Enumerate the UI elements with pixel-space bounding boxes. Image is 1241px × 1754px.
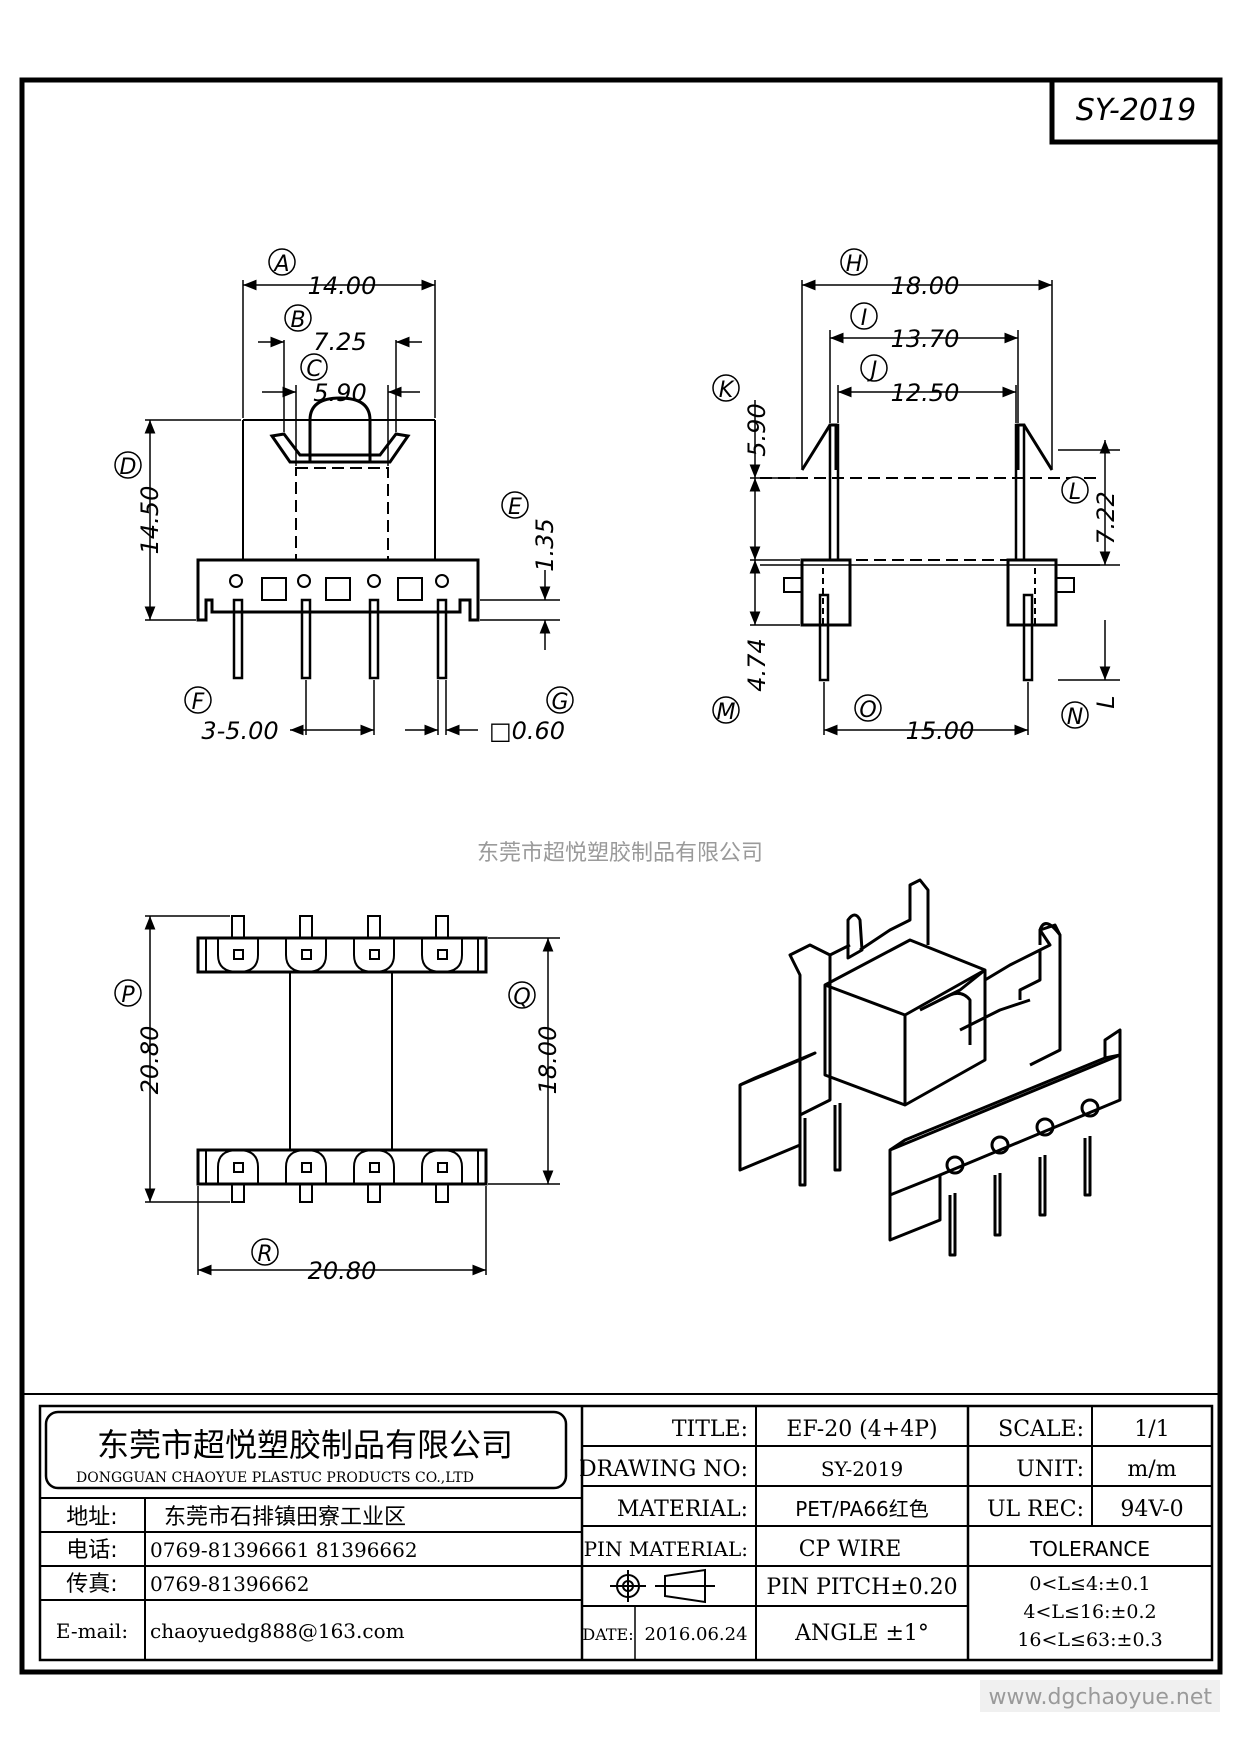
dim-side-top-height: 5.90 [743,403,771,456]
dim-bottom-height-outer: 20.80 [136,1026,164,1095]
ul-value: 94V-0 [1120,1497,1183,1522]
address-label: 地址: [66,1505,117,1530]
email-value: chaoyuedg888@163.com [150,1619,405,1643]
dim-side-mid-height: 7.22 [1092,491,1120,544]
callout-e: E [508,495,522,520]
callout-p: P [121,983,135,1008]
callout-n: N [1067,705,1083,730]
unit-value: m/m [1127,1457,1176,1482]
bottom-dimensions [144,915,560,1276]
phone-label: 电话: [66,1538,117,1563]
side-dimension-labels: H 18.00 I 13.70 J 12.50 K 5.90 L 7.22 M … [712,248,1120,745]
material-label: MATERIAL: [617,1497,748,1522]
bottom-pins-bottom [217,1148,463,1203]
tolerance-row-3: 16<L≤63:±0.3 [1017,1629,1162,1651]
callout-l: L [1069,480,1081,505]
front-dimensions [144,279,560,736]
pin-material-value: CP WIRE [799,1537,902,1562]
bottom-dimension-labels: P 20.80 Q 18.00 R 20.80 [114,979,562,1285]
company-name-en: DONGGUAN CHAOYUE PLASTUC PRODUCTS CO.,LT… [76,1470,474,1486]
dim-side-pin-height: 4.74 [743,638,771,691]
dim-bottom-width: 20.80 [308,1257,377,1285]
callout-g: G [551,690,568,715]
callout-q: Q [513,985,530,1010]
dim-side-width: 18.00 [891,272,960,300]
dim-front-height: 14.50 [136,486,164,555]
watermark-company: 东莞市超悦塑胶制品有限公司 [477,841,763,866]
bottom-pins-top [217,915,463,974]
unit-label: UNIT: [1016,1457,1084,1482]
dim-pin-size: □0.60 [489,717,565,745]
dim-side-slot-width: 12.50 [891,379,960,407]
callout-d: D [120,455,137,480]
dim-bottom-height-inner: 18.00 [534,1026,562,1095]
date-value: 2016.06.24 [644,1624,747,1645]
callout-r: R [257,1242,272,1267]
dim-pin-pitch: 3-5.00 [201,717,278,745]
title-label: TITLE: [672,1417,748,1442]
callout-i: I [861,306,868,331]
bottom-view [196,915,488,1203]
fax-label: 传真: [66,1572,117,1597]
callout-j: J [867,358,878,383]
footer-url: www.dgchaoyue.net [989,1685,1213,1710]
side-view [760,423,1100,682]
dim-front-base-height: 1.35 [531,518,559,571]
title-block: 东莞市超悦塑胶制品有限公司 DONGGUAN CHAOYUE PLASTUC P… [22,1393,1220,1662]
scale-label: SCALE: [998,1417,1084,1442]
isometric-view [738,878,1122,1257]
front-dimension-labels: A 14.00 B 7.25 C 5.90 D 14.50 E 1.35 F 3… [114,248,574,745]
tolerance-row-1: 0<L≤4:±0.1 [1029,1573,1150,1595]
dim-side-inner-width: 13.70 [891,325,960,353]
front-view [196,396,480,680]
dim-front-slot-width: 5.90 [313,379,366,407]
angle-value: ANGLE ±1° [794,1621,929,1646]
side-dimensions [749,279,1120,736]
drawing-code: SY-2019 [1076,93,1196,128]
tolerance-row-2: 4<L≤16:±0.2 [1023,1601,1156,1623]
callout-a: A [272,252,289,277]
pin-pitch-value: PIN PITCH±0.20 [766,1575,957,1600]
scale-value: 1/1 [1134,1417,1169,1442]
ul-label: UL REC: [987,1497,1084,1522]
callout-c: C [306,357,322,382]
tolerance-label: TOLERANCE [1029,1537,1150,1561]
material-value: PET/PA66红色 [795,1497,929,1521]
dim-front-width: 14.00 [308,272,377,300]
pin-material-label: PIN MATERIAL: [584,1537,748,1561]
dim-side-pin-span: 15.00 [906,717,975,745]
drawing-no-value: SY-2019 [821,1457,903,1481]
callout-b: B [290,308,305,333]
company-name-cn: 东莞市超悦塑胶制品有限公司 [97,1426,513,1464]
projection-symbol-icon [610,1568,715,1604]
dim-side-pin-length: L [1092,695,1120,708]
fax-value: 0769-81396662 [150,1572,309,1596]
sheet-border [19,77,1223,1675]
date-label: DATE: [582,1625,633,1644]
title-value: EF-20 (4+4P) [786,1417,937,1442]
drawing-no-label: DRAWING NO: [579,1457,748,1482]
phone-value: 0769-81396661 81396662 [150,1538,418,1562]
callout-k: K [719,378,735,403]
address-value: 东莞市石排镇田寮工业区 [164,1505,406,1530]
email-label: E-mail: [56,1619,128,1643]
callout-h: H [846,252,863,277]
callout-m: M [717,700,736,725]
callout-o: O [859,698,876,723]
dim-front-inner-width: 7.25 [313,328,366,356]
callout-f: F [192,690,205,715]
drawing-code-box: SY-2019 [1049,77,1223,145]
